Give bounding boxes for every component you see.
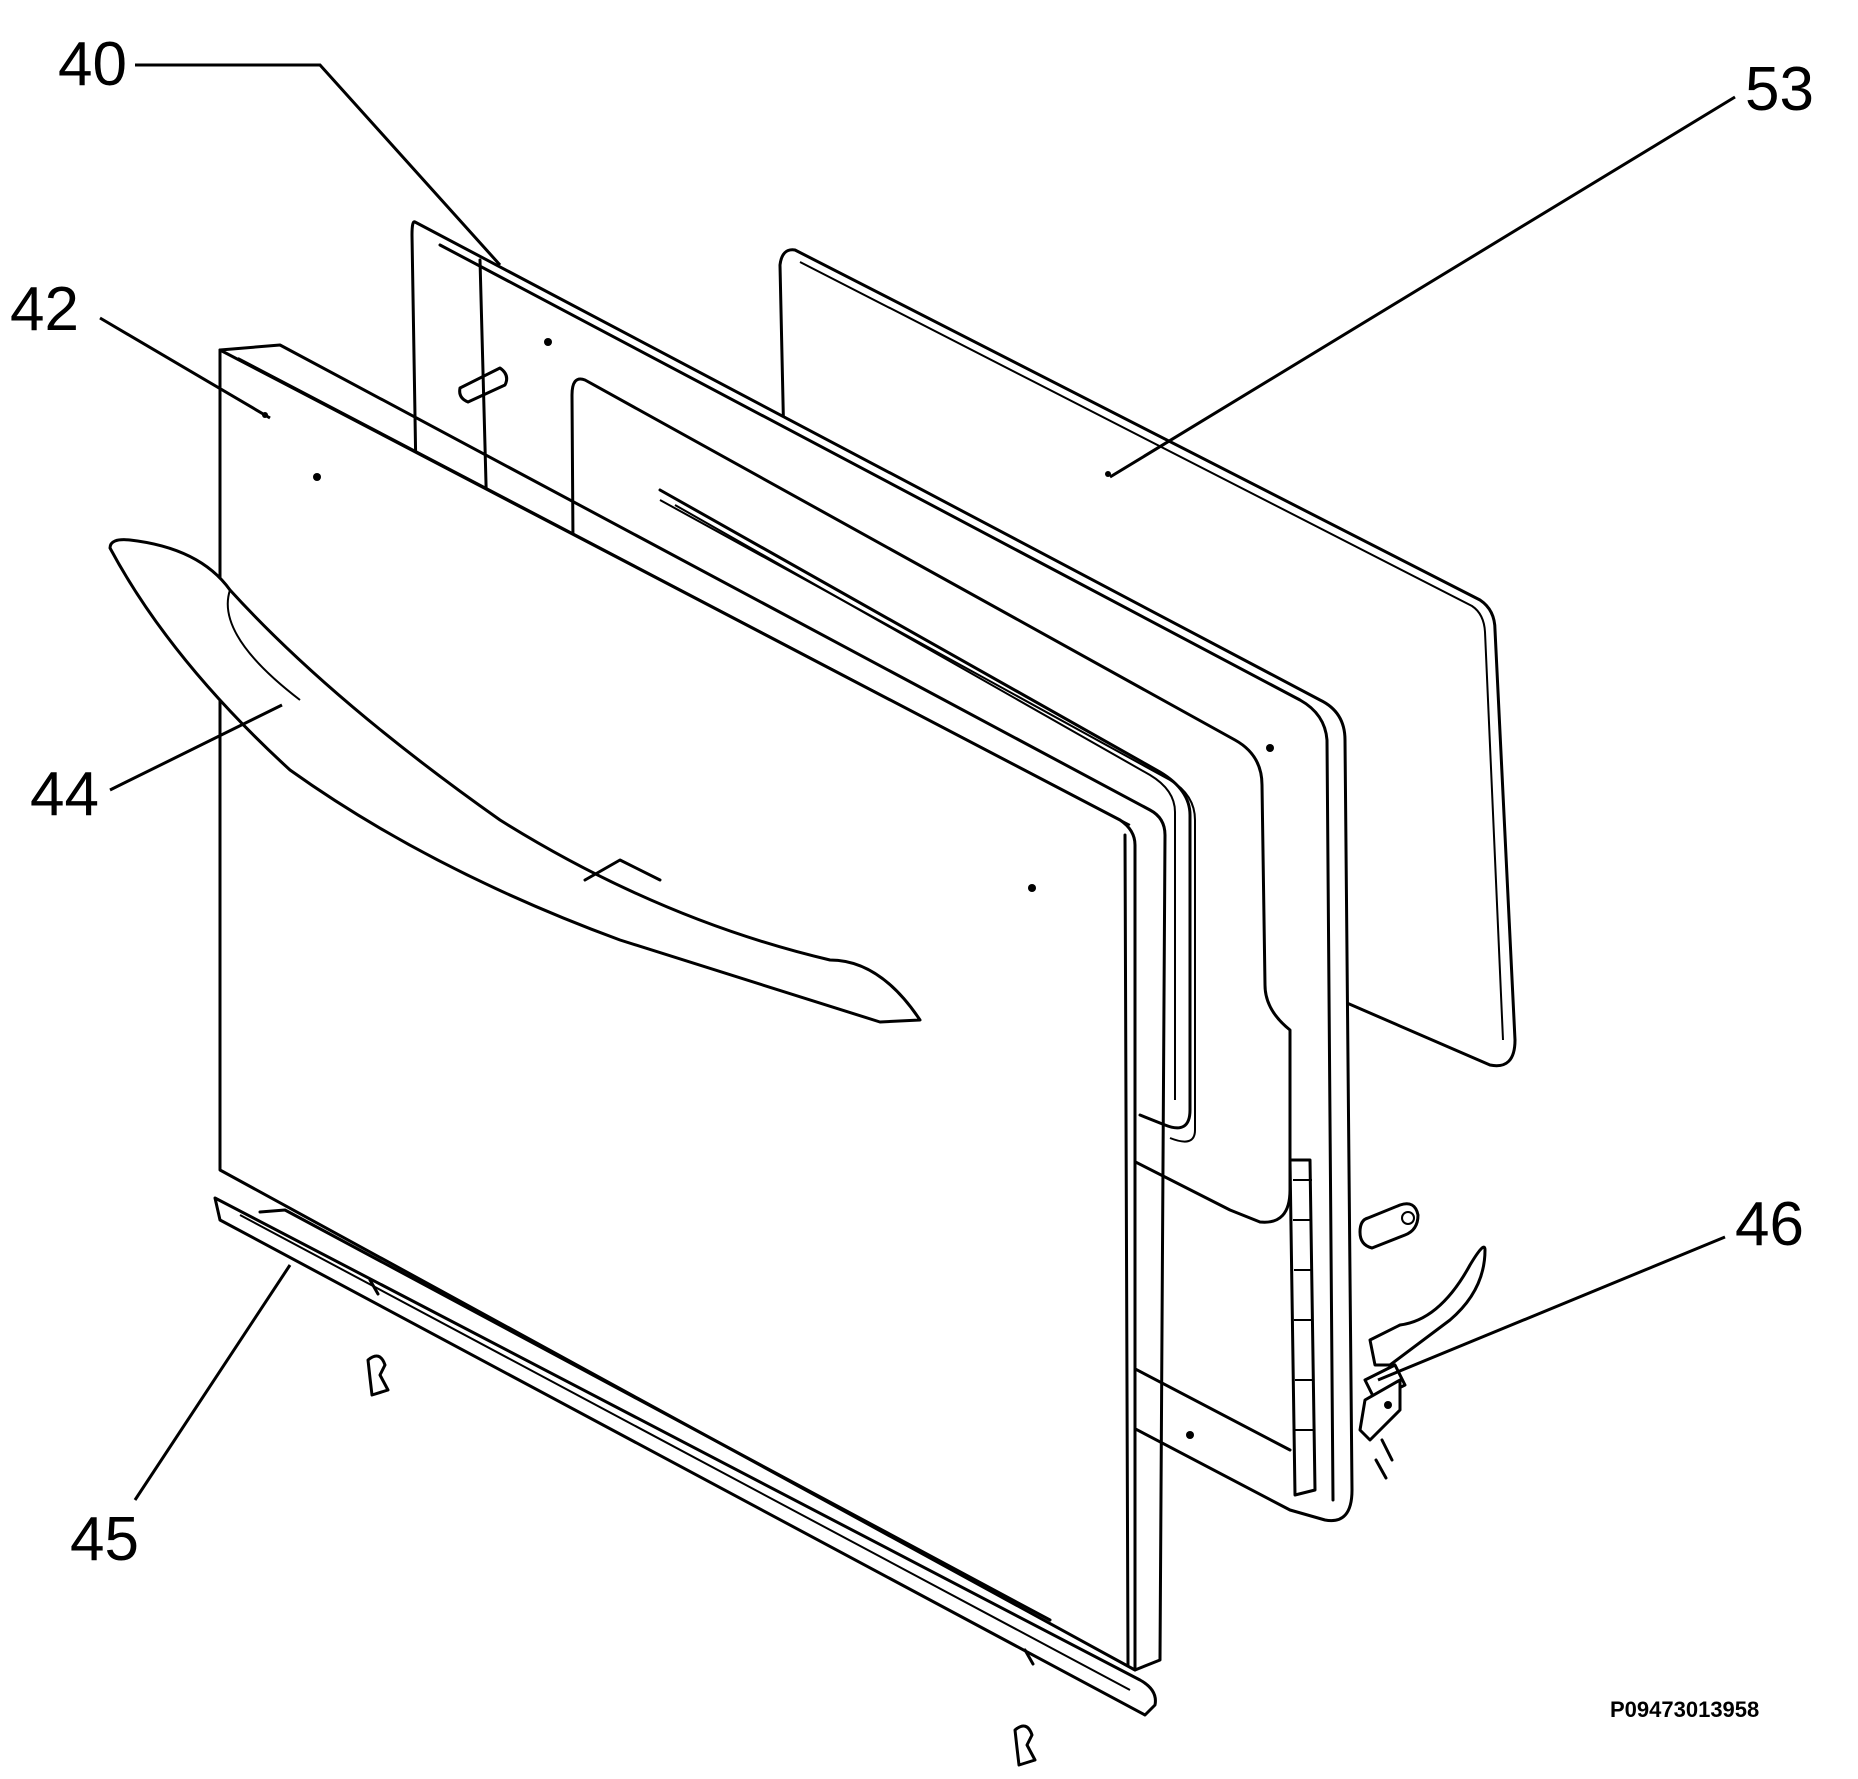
leader-45 [133, 1264, 292, 1501]
leader-44 [109, 703, 283, 792]
callout-42: 42 [10, 275, 79, 344]
reference-code: P09473013958 [1610, 1697, 1759, 1722]
leader-42 [99, 316, 271, 420]
part-44-handle [108, 538, 922, 1024]
callout-45: 45 [70, 1505, 139, 1574]
callout-53: 53 [1745, 55, 1814, 124]
callout-44: 44 [30, 760, 99, 829]
leader-46 [1377, 1235, 1726, 1382]
part-45-bottom-trim [213, 1196, 1157, 1767]
callout-46: 46 [1735, 1190, 1804, 1259]
leader-lines [99, 63, 1736, 1501]
leader-40 [135, 63, 502, 267]
part-42-outer-panel [218, 343, 1167, 1672]
leader-53 [1109, 95, 1736, 479]
part-46-hinge [1358, 1202, 1487, 1480]
callout-labels: 40 42 44 45 46 53 [10, 30, 1814, 1574]
callout-40: 40 [58, 30, 127, 99]
